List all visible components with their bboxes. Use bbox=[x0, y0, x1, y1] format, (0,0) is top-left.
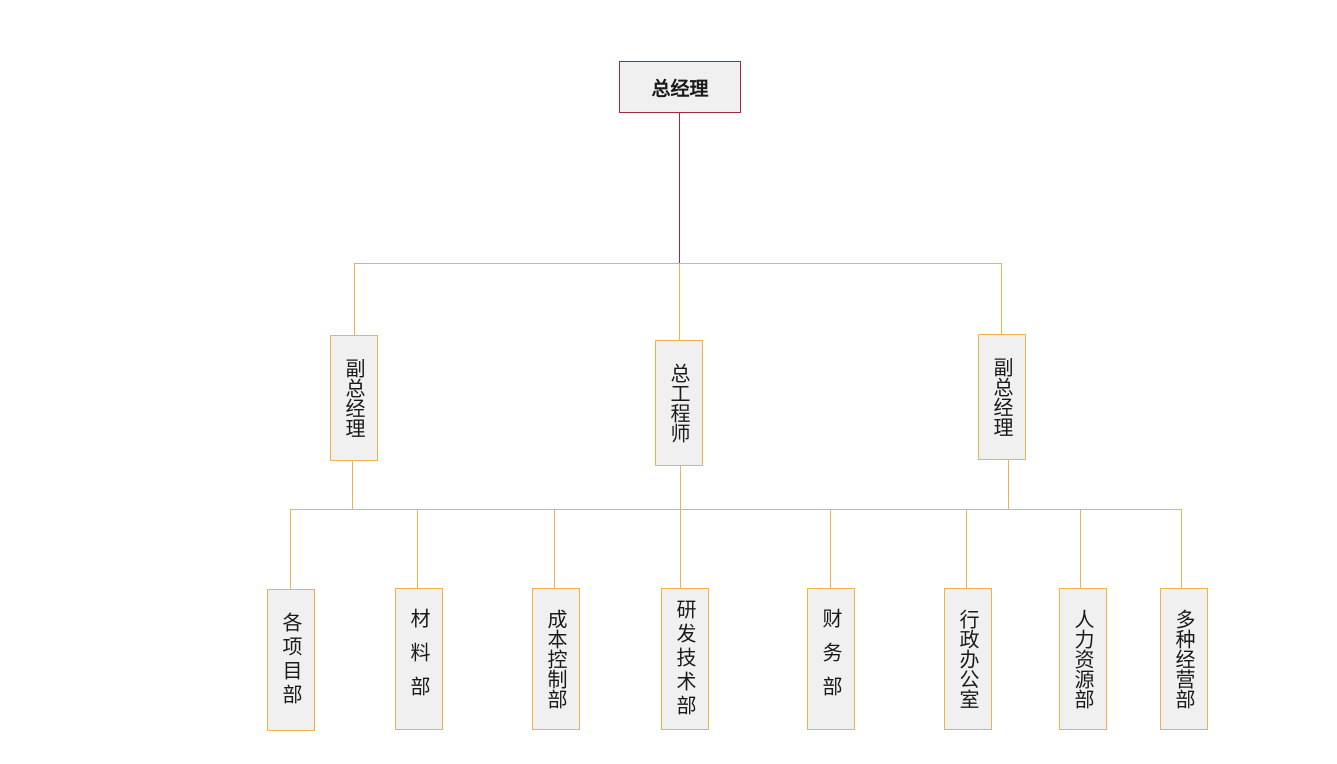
node-rnd-tech: 研发技术部 bbox=[661, 588, 709, 730]
node-vp-right: 副总经理 bbox=[978, 334, 1026, 460]
connector-to-materials bbox=[417, 509, 418, 588]
connector-to-hr bbox=[1080, 509, 1081, 588]
connector-to-finance bbox=[830, 509, 831, 588]
node-label: 研发技术部 bbox=[673, 599, 697, 719]
node-label: 总经理 bbox=[651, 77, 709, 100]
connector-to-vp-left bbox=[354, 263, 355, 335]
node-label: 总工程师 bbox=[667, 363, 691, 443]
connector-vp-right-down bbox=[1008, 459, 1009, 509]
node-hr: 人力资源部 bbox=[1059, 588, 1107, 730]
connector-vp-left-down bbox=[352, 460, 353, 509]
node-cost-control: 成本控制部 bbox=[532, 588, 580, 730]
node-label: 行政办公室 bbox=[956, 609, 980, 709]
connector-to-vp-right bbox=[1001, 263, 1002, 334]
node-vp-left: 副总经理 bbox=[330, 335, 378, 461]
node-label: 副总经理 bbox=[342, 358, 366, 438]
connector-to-rnd-tech bbox=[680, 509, 681, 588]
node-project-depts: 各项目部 bbox=[267, 589, 315, 731]
connector-chief-engineer-down bbox=[680, 465, 681, 509]
node-chief-engineer: 总工程师 bbox=[655, 340, 703, 466]
node-label: 多种经营部 bbox=[1172, 609, 1196, 709]
node-general-manager: 总经理 bbox=[619, 61, 741, 113]
connector-to-cost-control bbox=[554, 509, 555, 588]
node-label: 材料部 bbox=[407, 608, 431, 710]
connector-to-project-depts bbox=[290, 509, 291, 589]
node-label: 各项目部 bbox=[279, 612, 303, 708]
connector-level3-bus bbox=[290, 509, 1182, 510]
connector-level2-bus bbox=[354, 263, 1002, 264]
node-label: 成本控制部 bbox=[544, 609, 568, 709]
node-finance: 财务部 bbox=[807, 588, 855, 730]
connector-to-admin-office bbox=[966, 509, 967, 588]
connector-root-down bbox=[679, 112, 680, 263]
node-label: 副总经理 bbox=[990, 357, 1014, 437]
connector-to-diversified bbox=[1181, 509, 1182, 588]
node-materials: 材料部 bbox=[395, 588, 443, 730]
node-diversified: 多种经营部 bbox=[1160, 588, 1208, 730]
node-admin-office: 行政办公室 bbox=[944, 588, 992, 730]
connector-to-chief-engineer bbox=[679, 263, 680, 340]
node-label: 人力资源部 bbox=[1071, 609, 1095, 709]
node-label: 财务部 bbox=[819, 608, 843, 710]
